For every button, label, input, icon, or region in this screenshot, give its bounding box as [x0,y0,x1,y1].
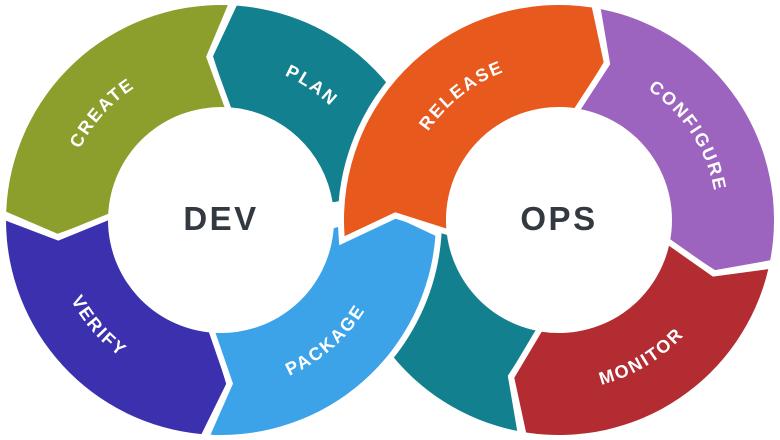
dev-center-label: DEV [183,200,258,237]
segment-verify [0,211,233,440]
segment-package [201,205,442,440]
segment-configure [571,1,780,277]
ops-loop [338,0,780,440]
segment-monitor [507,235,777,440]
ops-center-label: OPS [520,200,597,237]
segment-create [0,0,237,241]
dev-loop [0,0,442,440]
segment-release [338,0,611,246]
